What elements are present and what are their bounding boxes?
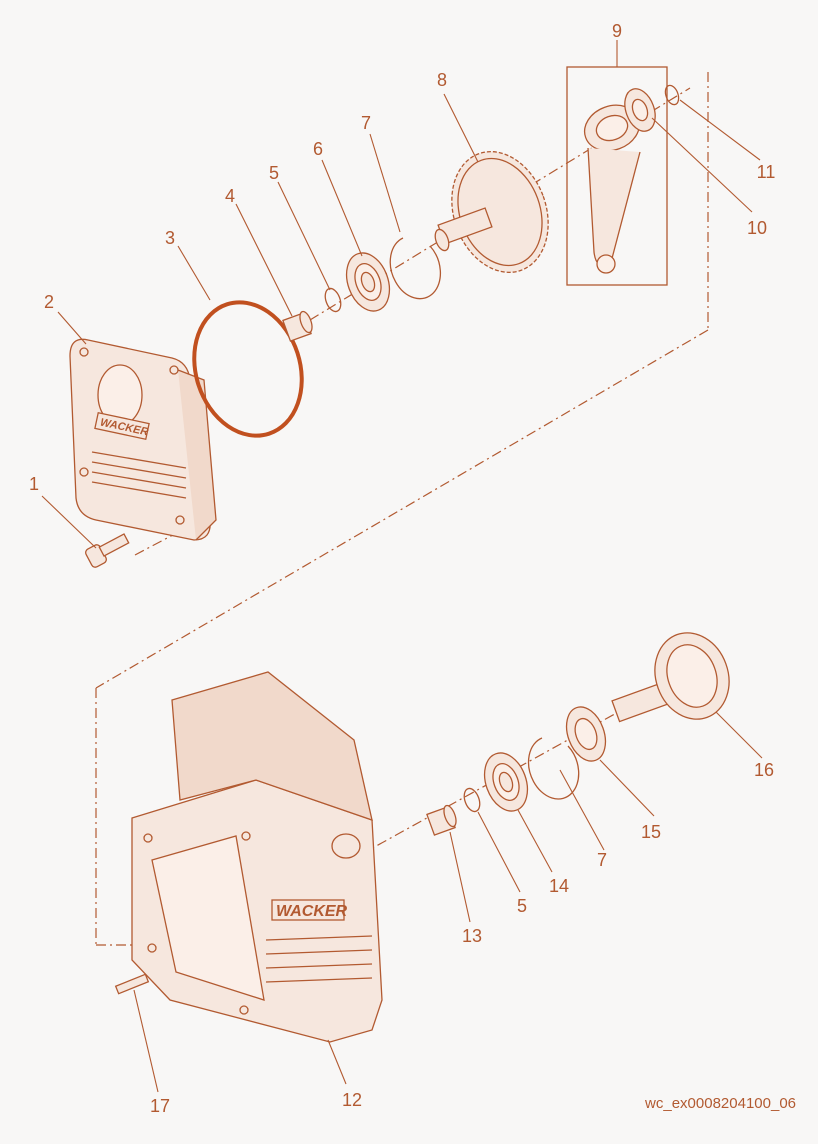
callout-9: 9 — [611, 21, 622, 41]
leader-lines — [41, 40, 763, 1093]
snap-ring-lower — [463, 787, 481, 813]
callout-5-lower: 5 — [516, 896, 527, 916]
callout-17: 17 — [149, 1096, 171, 1116]
callout-13: 13 — [461, 926, 483, 946]
callout-1: 1 — [28, 474, 39, 494]
callout-7-upper: 7 — [360, 113, 371, 133]
callout-6: 6 — [312, 139, 323, 159]
connecting-rod-assembly — [566, 66, 668, 286]
needle-bearing-upper — [282, 310, 313, 342]
drawing-code: wc_ex0008204100_06 — [645, 1095, 796, 1112]
dowel-pin — [114, 973, 150, 995]
callout-8: 8 — [436, 70, 447, 90]
crankcase-cover: WACKER — [69, 338, 217, 541]
retaining-ring-upper — [389, 237, 442, 300]
callout-16: 16 — [753, 760, 775, 780]
callout-4: 4 — [224, 186, 235, 206]
rod-bearing — [624, 88, 656, 132]
callout-12: 12 — [341, 1090, 363, 1110]
o-ring — [192, 300, 304, 438]
callout-11: 11 — [756, 162, 776, 182]
ball-bearing-upper — [345, 252, 391, 312]
callout-3: 3 — [164, 228, 175, 248]
pinion-drum — [611, 632, 730, 723]
callout-7-lower: 7 — [596, 850, 607, 870]
rod-snap-ring — [664, 84, 680, 106]
callout-5-upper: 5 — [268, 163, 279, 183]
snap-ring-upper — [324, 287, 342, 313]
callout-15: 15 — [640, 822, 662, 842]
shaft-seal — [565, 706, 607, 762]
cap-screw — [85, 533, 130, 568]
needle-bearing-lower — [426, 804, 457, 836]
callout-14: 14 — [548, 876, 570, 896]
retaining-ring-lower — [527, 737, 580, 800]
ball-bearing-lower — [483, 752, 529, 812]
callout-2: 2 — [43, 292, 54, 312]
drive-gear — [434, 151, 549, 273]
callout-10: 10 — [746, 218, 768, 238]
svg-text:WACKER: WACKER — [276, 903, 348, 920]
gear-housing: WACKER — [131, 671, 383, 1043]
